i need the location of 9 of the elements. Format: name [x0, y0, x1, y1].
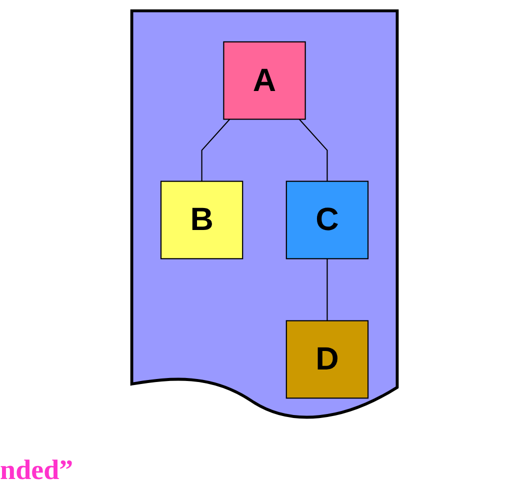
- node-box: D: [286, 320, 369, 399]
- connector: [298, 118, 328, 182]
- connector: [201, 118, 230, 182]
- cluster: [130, 9, 399, 419]
- connector: [326, 258, 328, 321]
- node-box: A: [223, 41, 306, 120]
- node-box: B: [160, 180, 244, 260]
- node-box: C: [286, 180, 369, 260]
- text-fragment: nded”: [0, 455, 74, 486]
